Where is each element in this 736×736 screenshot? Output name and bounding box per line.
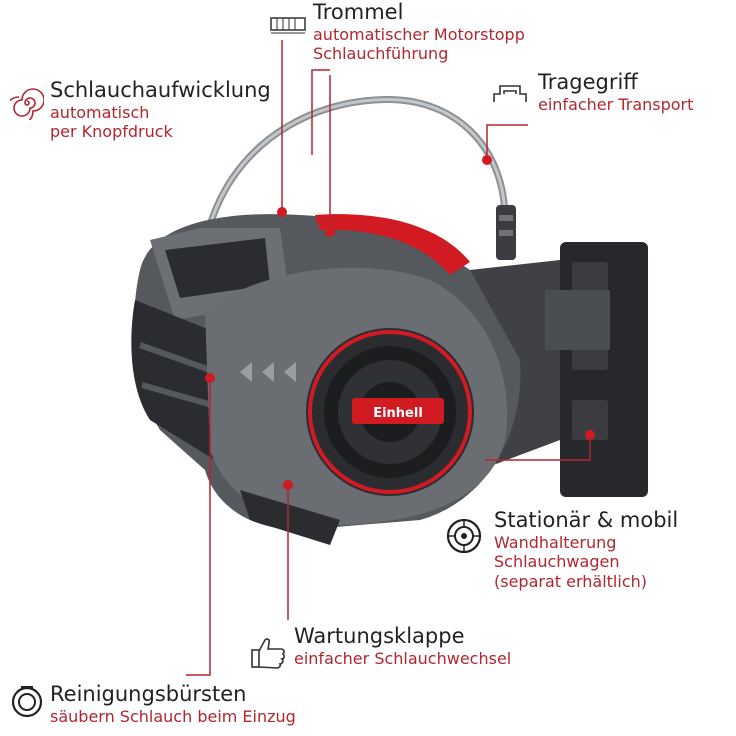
wall-bracket — [470, 242, 648, 497]
callout-line: automatisch — [50, 103, 150, 123]
callout-trommel: Trommel automatischer Motorstopp Schlauc… — [313, 0, 525, 64]
callout-line: per Knopfdruck — [50, 122, 173, 142]
thumbs-up-icon — [251, 638, 285, 669]
callout-line: säubern Schlauch beim Einzug — [50, 707, 296, 727]
hose-connector — [496, 205, 516, 260]
callout-title: Tragegriff — [538, 70, 638, 94]
drum-icon — [270, 17, 306, 34]
callout-line: einfacher Schlauchwechsel — [294, 649, 512, 669]
callout-reinigungsbuersten: Reinigungsbürsten säubern Schlauch beim … — [50, 682, 296, 726]
callout-title: Trommel — [313, 0, 404, 24]
spiral-icon — [10, 88, 44, 120]
callout-line: einfacher Transport — [538, 95, 694, 115]
callout-title: Schlauchaufwicklung — [50, 78, 271, 102]
callout-wartungsklappe: Wartungsklappe einfacher Schlauchwechsel — [294, 624, 511, 668]
callout-line: (separat erhältlich) — [494, 571, 647, 591]
handle-icon — [493, 85, 527, 102]
callout-title: Reinigungsbürsten — [50, 682, 247, 706]
callout-title: Stationär & mobil — [494, 508, 679, 532]
brand-logo: Einhell — [373, 406, 423, 421]
reel-housing — [131, 214, 521, 545]
leader-dots — [205, 155, 595, 490]
callout-schlauchaufwicklung: Schlauchaufwicklung automatisch per Knop… — [50, 78, 271, 142]
ring-icon — [11, 686, 43, 718]
callout-line: automatischer Motorstopp — [313, 25, 525, 45]
callout-title: Wartungsklappe — [294, 624, 465, 648]
callout-line: Schlauchführung — [313, 44, 449, 64]
callout-line: Schlauchwagen — [494, 552, 620, 572]
callout-tragegriff: Tragegriff einfacher Transport — [538, 70, 693, 114]
wheel-icon — [446, 518, 482, 554]
callout-stationaer: Stationär & mobil Wandhalterung Schlauch… — [494, 508, 678, 591]
drum-disc — [306, 328, 474, 496]
callout-line: Wandhalterung — [494, 533, 617, 553]
